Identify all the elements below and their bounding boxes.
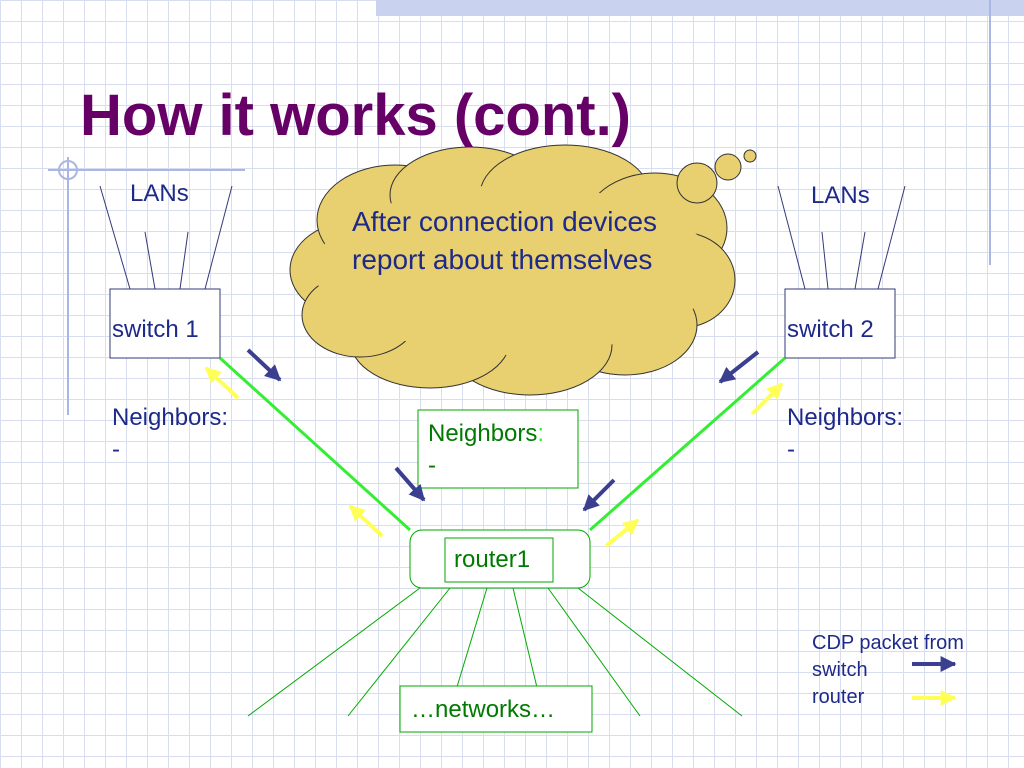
legend-title: CDP packet from (812, 632, 964, 654)
networks-label: …networks… (411, 696, 556, 723)
legend: CDP packet from switch router (812, 630, 964, 711)
switch2-neighbors-label: Neighbors: (787, 404, 904, 431)
link-switch2-router (589, 356, 786, 532)
page-title: How it works (cont.) (80, 83, 631, 148)
cloud-text: After connection devices report about th… (352, 206, 658, 275)
link-switch1-router (218, 356, 412, 532)
lans-label-right: LANs (811, 182, 870, 209)
router-inner-box (444, 537, 554, 583)
legend-router-label: router (812, 686, 865, 708)
switch2-neighbors-value: - (787, 436, 795, 463)
router-neighbors-value: - (428, 452, 436, 479)
legend-switch-label: switch (812, 659, 868, 681)
switch1-box (109, 288, 221, 359)
lans-label-left: LANs (130, 180, 189, 207)
network-lines (247, 587, 743, 717)
router-neighbors-box (417, 409, 579, 489)
switch2-neighbors: Neighbors: - (787, 402, 903, 466)
switch1-neighbors-value: - (112, 436, 120, 463)
router-label: router1 (454, 546, 531, 573)
switch1-neighbors: Neighbors: - (112, 402, 228, 466)
switch-cdp-arrows (246, 348, 760, 512)
router-cdp-arrows (204, 366, 784, 548)
switch2-box (784, 288, 896, 359)
title-rule (48, 157, 245, 415)
lan-lines-left (99, 185, 233, 290)
switch2-label: switch 2 (787, 316, 874, 343)
switch1-label: switch 1 (112, 316, 199, 343)
router-neighbors: Neighbors: - (428, 418, 544, 482)
networks-box (399, 685, 593, 733)
thought-cloud (289, 144, 757, 396)
switch1-neighbors-label: Neighbors: (112, 404, 229, 431)
router-neighbors-colon: : (537, 420, 545, 447)
decorative-band (376, 0, 1024, 16)
lan-lines-right (777, 185, 906, 290)
router-neighbors-label: Neighbors (428, 420, 538, 447)
